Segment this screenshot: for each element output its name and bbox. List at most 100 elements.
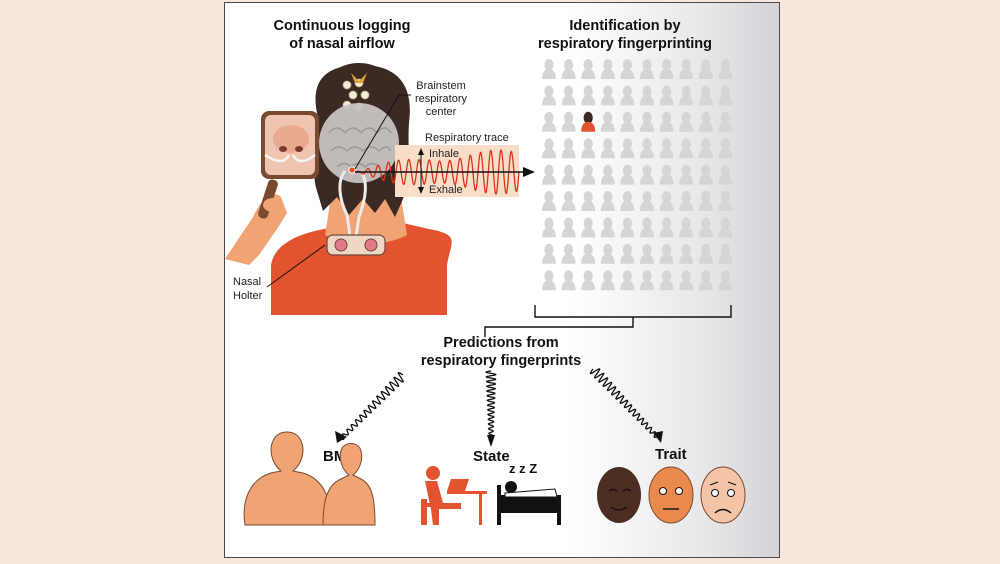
person-silhouette-icon — [679, 217, 694, 238]
trace-label: Respiratory trace — [425, 132, 509, 144]
person-silhouette-icon — [659, 138, 674, 159]
person-silhouette-icon — [679, 59, 694, 79]
person-silhouette-icon — [600, 164, 615, 185]
bmi-figures — [243, 431, 376, 526]
person-silhouette-icon — [600, 243, 615, 264]
holter-leader-line — [266, 244, 326, 288]
respiratory-trace: Respiratory trace Inhale Exhale — [355, 132, 535, 197]
person-silhouette-icon — [640, 191, 654, 211]
person-silhouette-icon — [581, 217, 596, 238]
person-silhouette-icon — [620, 270, 635, 291]
person-silhouette-icon — [679, 138, 694, 159]
person-silhouette-icon — [581, 59, 596, 79]
sleep-z-icon: z z Z — [509, 461, 537, 476]
person-silhouette-icon — [698, 138, 713, 159]
hand-mirror — [225, 111, 319, 265]
brainstem-label-line3: center — [426, 106, 457, 118]
person-silhouette-icon — [718, 111, 733, 132]
state-label: State — [473, 448, 510, 465]
person-silhouette-icon — [581, 191, 596, 211]
person-silhouette-icon — [718, 138, 733, 159]
holter-label-line1: Nasal — [233, 276, 261, 288]
identification-header: Identification by respiratory fingerprin… — [538, 18, 712, 52]
person-silhouette-icon — [640, 85, 654, 106]
person-silhouette-icon — [581, 270, 596, 291]
person-silhouette-icon — [640, 243, 654, 264]
person-silhouette-icon — [698, 164, 713, 185]
state-figures: z z Z — [421, 461, 561, 525]
nostril-left — [279, 146, 287, 152]
person-illustration — [271, 63, 452, 315]
person-silhouette-icon — [561, 191, 576, 211]
logging-header-line2: of nasal airflow — [289, 36, 395, 52]
person-silhouette-icon — [600, 111, 615, 132]
hand — [263, 198, 283, 212]
person-silhouette-icon — [542, 243, 556, 264]
person-silhouette-icon — [679, 111, 694, 132]
person-silhouette-icon — [659, 164, 674, 185]
person-silhouette-icon — [718, 191, 733, 211]
person-silhouette-icon — [640, 138, 654, 159]
arrowhead-state — [487, 435, 495, 447]
inhale-label: Inhale — [429, 148, 459, 160]
person-silhouette-icon — [600, 59, 615, 79]
person-silhouette-icon — [561, 164, 576, 185]
person-silhouette-icon — [718, 164, 733, 185]
person-at-desk — [421, 466, 487, 525]
squiggle-arrow-bmi — [340, 371, 404, 441]
brain-overlay — [319, 103, 399, 183]
squiggle-arrow-trait — [589, 368, 661, 440]
person-silhouette-icon — [600, 217, 615, 238]
person-silhouette-icon — [581, 243, 596, 264]
person-silhouette-icon — [600, 191, 615, 211]
person-silhouette-icon — [718, 217, 733, 238]
nostril-right — [295, 146, 303, 152]
nasal-holter-device — [326, 234, 386, 256]
person-silhouette-icon — [718, 59, 733, 79]
person-silhouette-icon — [542, 164, 556, 185]
person-silhouette-icon — [640, 111, 654, 132]
person-silhouette-icon — [561, 59, 576, 79]
person-silhouette-icon — [659, 243, 674, 264]
trait-label: Trait — [655, 446, 687, 463]
person-silhouette-icon — [640, 217, 654, 238]
logging-header-line1: Continuous logging — [274, 18, 411, 34]
bmi-figure-slim — [322, 443, 376, 526]
person-silhouette-icon — [542, 59, 556, 79]
person-silhouette-icon — [640, 270, 654, 291]
bmi-figure-large — [243, 431, 331, 526]
person-silhouette-icon — [561, 85, 576, 106]
person-silhouette-icon — [718, 85, 733, 106]
person-silhouette-icon — [561, 217, 576, 238]
arrowhead-trait — [653, 431, 663, 443]
brainstem-label-line2: respiratory — [415, 93, 467, 105]
person-silhouette-icon — [679, 191, 694, 211]
shirt — [271, 223, 452, 315]
person-silhouette-icon — [561, 243, 576, 264]
person-silhouette-icon — [600, 85, 615, 106]
person-silhouette-icon — [698, 217, 713, 238]
person-silhouette-icon — [581, 85, 596, 106]
person-silhouette-icon — [620, 191, 635, 211]
person-silhouette-icon — [718, 270, 733, 291]
person-silhouette-icon — [542, 111, 556, 132]
trace-arrowhead — [523, 167, 535, 177]
face-worried — [700, 466, 746, 524]
predictions-header-line2: respiratory fingerprints — [421, 353, 581, 369]
person-silhouette-icon — [679, 243, 694, 264]
person-sleeping — [497, 481, 561, 525]
person-silhouette-icon — [659, 85, 674, 106]
arrowhead-bmi — [335, 431, 347, 443]
person-silhouette-icon — [542, 191, 556, 211]
face-calm — [597, 467, 641, 523]
person-silhouette-icon — [561, 138, 576, 159]
holter-label: Nasal Holter — [233, 244, 326, 302]
hair-clip — [351, 73, 367, 83]
figure-canvas: Continuous logging of nasal airflow Iden… — [225, 18, 746, 526]
person-silhouette-icon — [698, 111, 713, 132]
person-silhouette-icon — [542, 138, 556, 159]
brainstem-label-line1: Brainstem — [416, 80, 466, 92]
person-silhouette-icon — [698, 59, 713, 79]
person-silhouette-icon — [679, 270, 694, 291]
holter-label-line2: Holter — [233, 290, 263, 302]
